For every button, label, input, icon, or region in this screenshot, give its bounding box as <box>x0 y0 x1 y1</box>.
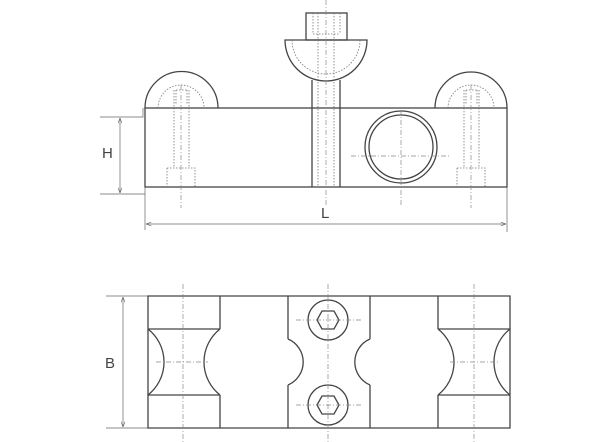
left-bolt-hidden <box>166 85 196 208</box>
top-view <box>147 284 511 442</box>
dimensions <box>100 108 508 429</box>
width-label: B <box>105 355 116 372</box>
plan-outline <box>147 295 511 429</box>
top-half-dome <box>284 39 368 82</box>
front-view <box>144 0 508 208</box>
left-dome <box>144 70 219 109</box>
left-clamp <box>147 296 221 428</box>
length-label: L <box>321 205 330 222</box>
right-dome <box>434 71 508 109</box>
center-clamp <box>287 296 371 428</box>
right-bolt-hidden <box>456 85 486 208</box>
center-post <box>311 80 341 187</box>
height-label: H <box>102 145 113 162</box>
top-bolt-head <box>305 12 348 41</box>
